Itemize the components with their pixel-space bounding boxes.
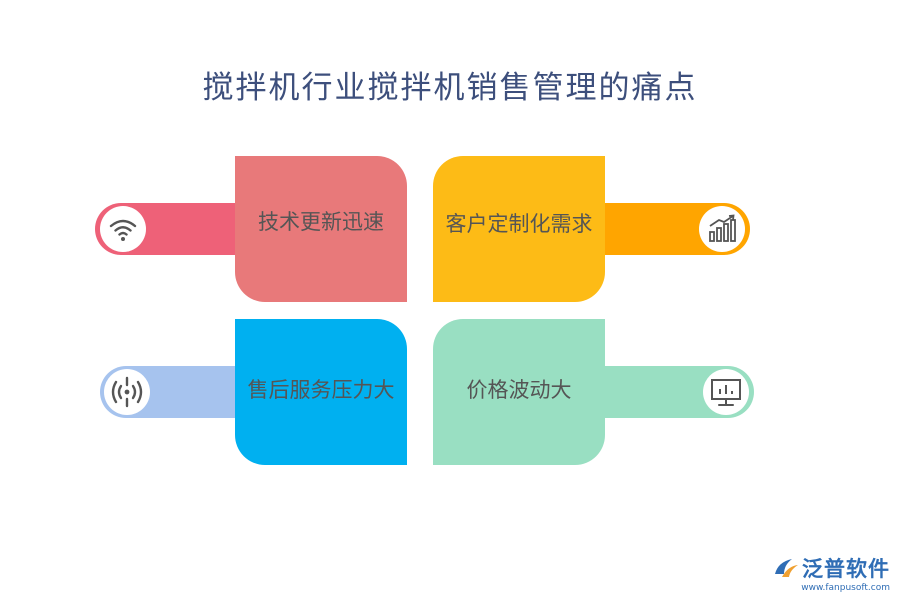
card-label: 售后服务压力大 (247, 378, 395, 402)
card-label: 客户定制化需求 (445, 212, 593, 236)
card-label: 技术更新迅速 (258, 210, 384, 234)
logo-url: www.fanpusoft.com (801, 583, 890, 593)
logo: 泛普软件 www.fanpusoft.com (772, 553, 890, 593)
icon-circle-tech-update (100, 206, 146, 252)
signal-icon (111, 376, 143, 408)
wifi-icon (109, 219, 137, 241)
card-price-volatility: 价格波动大 (433, 319, 605, 465)
logo-name: 泛普软件 (802, 557, 890, 581)
logo-icon (775, 559, 798, 577)
card-tech-update: 技术更新迅速 (235, 156, 407, 302)
page-title: 搅拌机行业搅拌机销售管理的痛点 (202, 70, 698, 106)
icon-circle-price-volatility (703, 369, 749, 415)
card-after-sales: 售后服务压力大 (235, 319, 407, 465)
card-label: 价格波动大 (466, 378, 572, 402)
bar-chart-icon (709, 214, 736, 242)
icon-circle-custom-demand (699, 206, 745, 252)
icon-circle-after-sales (104, 369, 150, 415)
monitor-icon (711, 379, 741, 406)
card-custom-demand: 客户定制化需求 (433, 156, 605, 302)
